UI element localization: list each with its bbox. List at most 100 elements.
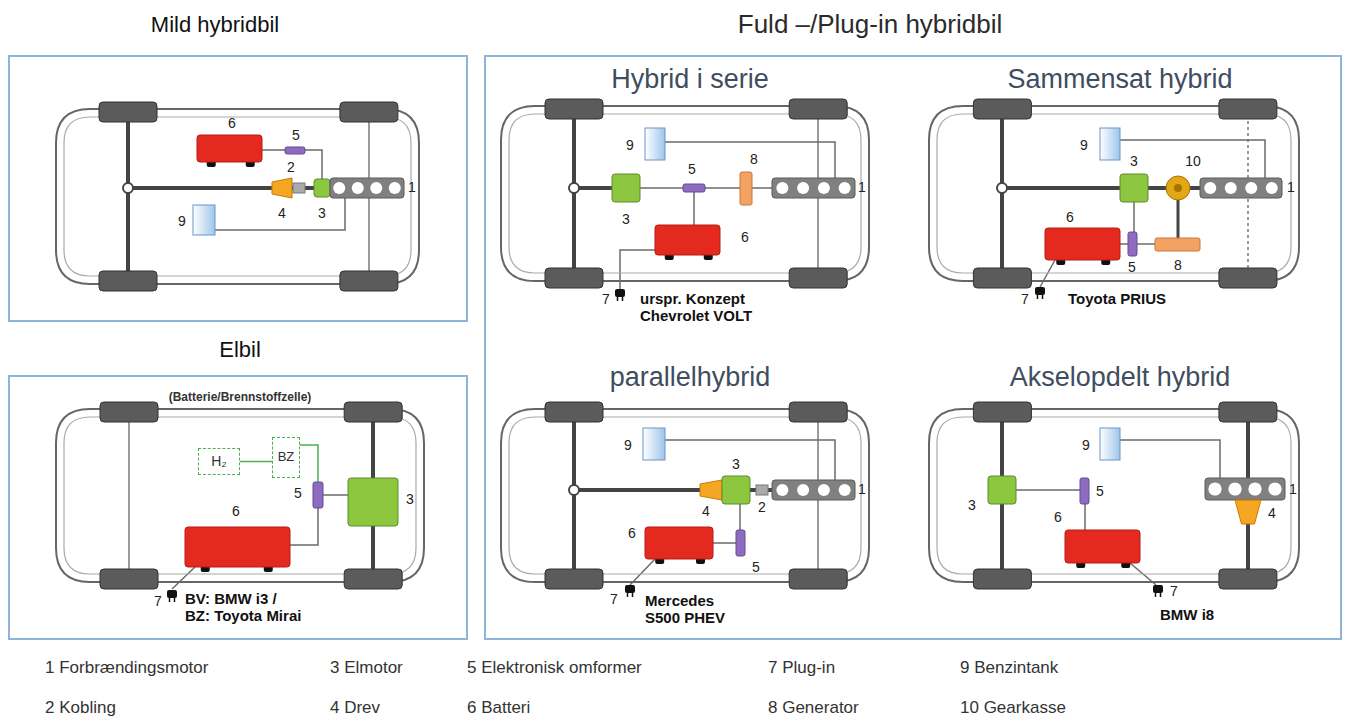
connection-line	[620, 250, 655, 289]
engine-cylinder	[839, 182, 851, 194]
car-inner-line	[64, 117, 411, 276]
wheel	[1219, 99, 1277, 119]
car-body	[501, 409, 869, 582]
engine-symbol	[772, 178, 855, 198]
callout-number: 1	[858, 482, 866, 497]
engine-cylinder	[776, 484, 788, 496]
connection-line	[665, 440, 835, 480]
wheel	[340, 271, 398, 291]
legend-entry: 1 Forbrændingsmotor	[45, 659, 208, 678]
callout-number: 10	[1185, 154, 1201, 169]
converter-symbol	[736, 530, 745, 556]
model-caption: Mercedes S500 PHEV	[645, 592, 745, 627]
panel-subtitle: (Batterie/Brennstoffzelle)	[169, 391, 312, 405]
plug-body	[1035, 287, 1045, 295]
engine-symbol	[330, 178, 404, 198]
car-outline	[55, 408, 425, 583]
car-body	[56, 109, 419, 284]
wheel	[545, 402, 603, 422]
electric-motor-symbol	[988, 476, 1016, 504]
callout-number: 6	[228, 116, 236, 131]
engine-cylinder	[333, 182, 345, 194]
engine-cylinder	[1248, 482, 1261, 495]
callout-number: 5	[294, 486, 302, 501]
converter-symbol	[683, 184, 705, 192]
car-inner-line	[937, 114, 1291, 273]
drive-symbol	[1235, 500, 1261, 524]
callout-number: 8	[750, 152, 758, 167]
battery-symbol	[1065, 530, 1140, 568]
converter-symbol	[313, 482, 323, 508]
car-outline-box: Akselopdelt hybridBMW i8	[928, 408, 1300, 583]
differential	[123, 183, 133, 193]
connection-line	[1177, 200, 1180, 238]
callout-number: 9	[624, 438, 632, 453]
panel-box: Mild hybridbil	[8, 55, 468, 322]
plug-prong	[1155, 593, 1157, 597]
callout-number: 7	[1170, 584, 1178, 599]
electric-motor-symbol	[722, 476, 750, 504]
wheel	[973, 402, 1031, 422]
connection-line	[1133, 202, 1135, 232]
engine-block	[772, 480, 855, 500]
plug-prong	[169, 598, 171, 602]
engine-block	[330, 178, 404, 198]
car-body	[56, 409, 424, 582]
connector-group	[240, 461, 272, 462]
callout-number: 4	[278, 206, 286, 221]
engine-block	[772, 178, 855, 198]
legend-entry: 2 Kobling	[45, 699, 116, 718]
engine-cylinder	[352, 182, 364, 194]
engine-cylinder	[1266, 182, 1278, 194]
callout-number: 6	[628, 526, 636, 541]
battery-symbol	[197, 135, 262, 167]
legend-entry: 4 Drev	[330, 699, 380, 718]
component-text: BZ	[278, 450, 295, 465]
wheel	[789, 268, 847, 288]
wheel	[973, 268, 1031, 288]
engine-cylinder	[1204, 182, 1216, 194]
car-outline-box: BV: BMW i3 / BZ: Toyota MiraiH₂BZ	[55, 408, 425, 583]
battery-body	[1065, 530, 1140, 563]
plug-body	[167, 590, 177, 598]
electric-motor-symbol	[348, 478, 398, 526]
plug-prong	[1160, 593, 1162, 597]
model-caption: Toyota PRIUS	[1068, 290, 1188, 307]
axle	[126, 112, 130, 281]
wheel	[973, 99, 1031, 119]
panel-title: Mild hybridbil	[151, 12, 279, 37]
callout-number: 1	[858, 180, 866, 195]
engine-cylinder	[1225, 182, 1237, 194]
car-outline-box: Hybrid i serieurspr. Konzept Chevrolet V…	[500, 105, 870, 282]
engine-cylinder	[797, 484, 809, 496]
engine-cylinder	[1245, 182, 1257, 194]
differential	[569, 183, 579, 193]
legend-entry: 10 Gearkasse	[960, 699, 1066, 718]
engine-cylinder	[1228, 482, 1241, 495]
electric-motor-symbol	[314, 179, 330, 197]
engine-cylinder	[776, 182, 788, 194]
legend-entry: 6 Batteri	[467, 699, 530, 718]
battery-body	[655, 225, 720, 255]
car-outline-box: Sammensat hybridToyota PRIUS	[928, 105, 1300, 282]
plug-prong	[1042, 295, 1044, 299]
battery-body	[197, 135, 262, 162]
callout-number: 3	[1130, 154, 1138, 169]
connection-line	[713, 542, 736, 544]
callout-number: 7	[154, 594, 162, 609]
engine-cylinder	[1268, 482, 1281, 495]
connection-line	[172, 567, 195, 589]
callout-number: 5	[292, 128, 300, 143]
engine-symbol	[772, 480, 855, 500]
legend-entry: 8 Generator	[768, 699, 859, 718]
wheel	[1219, 569, 1277, 589]
wheel	[545, 569, 603, 589]
car-inner-line	[937, 417, 1291, 574]
generator-symbol	[1155, 238, 1200, 251]
engine-block	[1205, 478, 1285, 500]
car-body	[929, 409, 1299, 582]
callout-number: 9	[626, 138, 634, 153]
plug-symbol	[167, 590, 177, 602]
car-inner-line	[509, 114, 861, 273]
